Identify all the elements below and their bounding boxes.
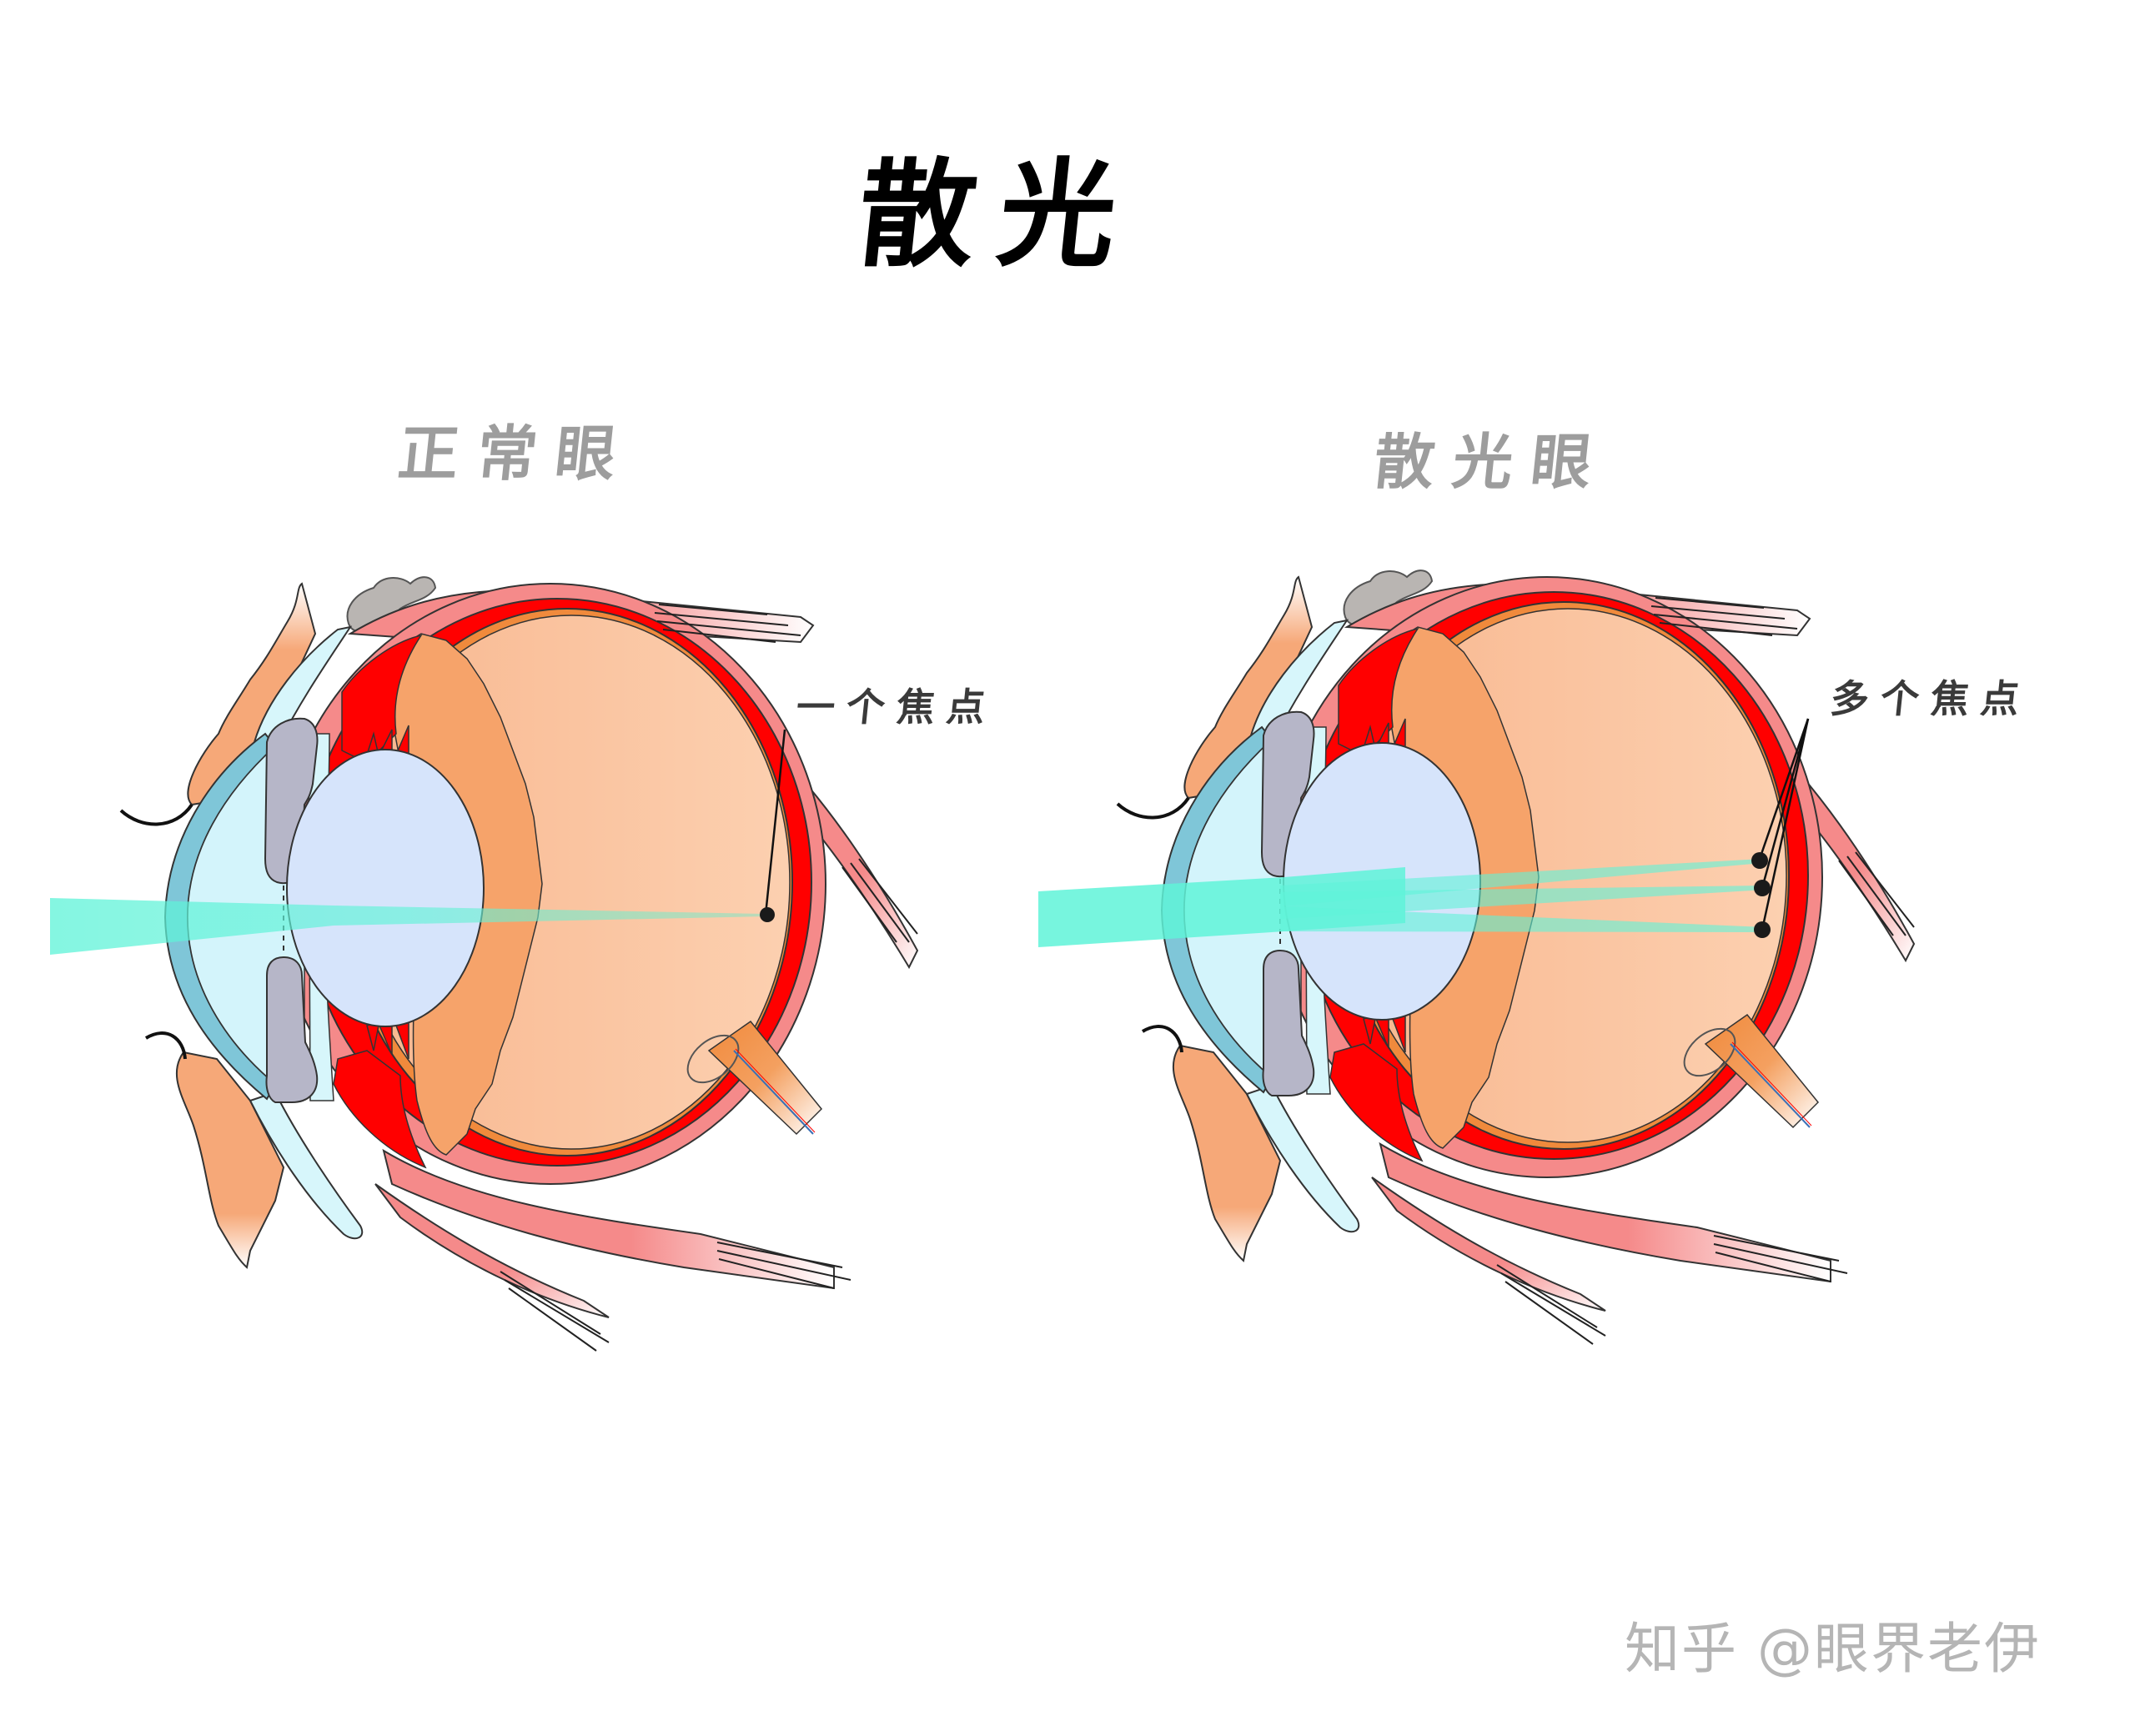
focal-point <box>1751 852 1768 869</box>
focal-point <box>1754 921 1771 938</box>
callout-leader-line <box>764 729 786 916</box>
normal-eye-illustration <box>50 575 919 1352</box>
light-beam-middle <box>1280 886 1766 919</box>
astigmatic-eye-illustration <box>1038 569 1916 1346</box>
light-beam <box>50 898 766 955</box>
focal-point <box>1754 880 1771 896</box>
focal-point <box>760 907 775 922</box>
single-focus-callout: 一个焦点 <box>794 685 999 730</box>
callout-leader-line <box>1761 718 1810 889</box>
light-beam-lower <box>1280 906 1766 932</box>
watermark: 知乎 @眼界老伊 <box>1625 1617 2041 1681</box>
multiple-focus-callout: 多个焦点 <box>1828 676 2033 721</box>
callout-leader-line <box>1758 718 1810 860</box>
callout-leader-line <box>1761 718 1810 931</box>
